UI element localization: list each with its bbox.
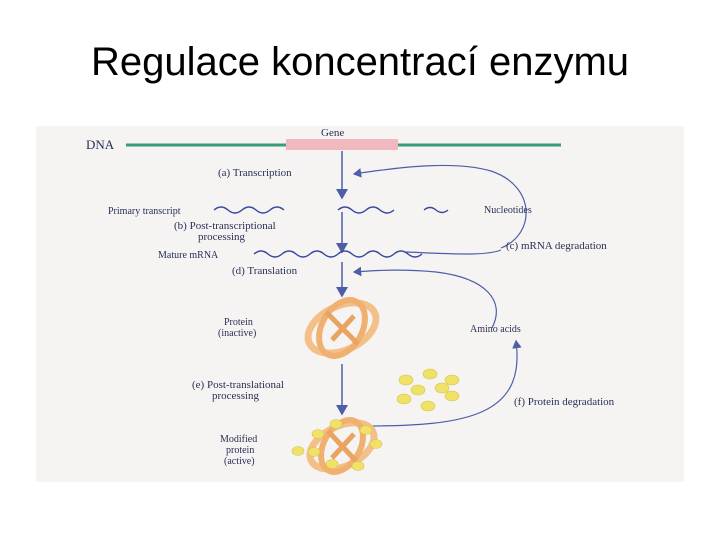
dna-label: DNA — [86, 137, 115, 152]
primary-transcript-label: Primary transcript — [108, 206, 181, 217]
modified-protein-label-2: protein — [226, 445, 254, 456]
gene-label: Gene — [321, 127, 344, 139]
modified-protein-label-3: (active) — [224, 456, 255, 467]
protein-degradation-arc — [365, 339, 522, 427]
post-transcriptional-label-1: (b) Post-transcriptional — [174, 220, 276, 232]
post-translational-label-1: (e) Post-translational — [192, 379, 284, 391]
amino-acids-label: Amino acids — [470, 324, 521, 335]
protein-inactive-label: (inactive) — [218, 328, 256, 339]
nucleotide-recycle-arc — [352, 164, 527, 249]
protein-degradation-label: (f) Protein degradation — [514, 396, 615, 408]
gene-regulation-figure: DNA Gene Primary transcript Nucleotides … — [36, 126, 684, 482]
amino-acid-dots — [396, 368, 460, 412]
inactive-protein-illustration — [304, 297, 380, 359]
primary-transcript-wave-1 — [213, 206, 285, 214]
modified-protein-label-1: Modified — [220, 434, 257, 445]
mrna-degradation-arc — [405, 249, 502, 255]
primary-transcript-wave-2 — [337, 206, 395, 214]
post-translational-label-2: processing — [212, 390, 260, 402]
active-protein-illustration — [291, 417, 383, 475]
primary-transcript-wave-3 — [423, 206, 449, 214]
gene-regulation-diagram: DNA Gene Primary transcript Nucleotides … — [86, 127, 615, 475]
protein-label: Protein — [224, 317, 253, 328]
mature-mrna-label: Mature mRNA — [158, 250, 219, 261]
mature-mrna-wave — [253, 250, 423, 258]
gene-box — [286, 139, 398, 150]
transcription-label: (a) Transcription — [218, 167, 292, 179]
nucleotides-label: Nucleotides — [484, 205, 532, 216]
slide-title: Regulace koncentrací enzymu — [90, 40, 630, 84]
translation-label: (d) Translation — [232, 265, 298, 277]
amino-acid-recycle-arc — [352, 266, 497, 329]
mrna-degradation-label: (c) mRNA degradation — [506, 240, 607, 252]
post-transcriptional-label-2: processing — [198, 231, 246, 243]
